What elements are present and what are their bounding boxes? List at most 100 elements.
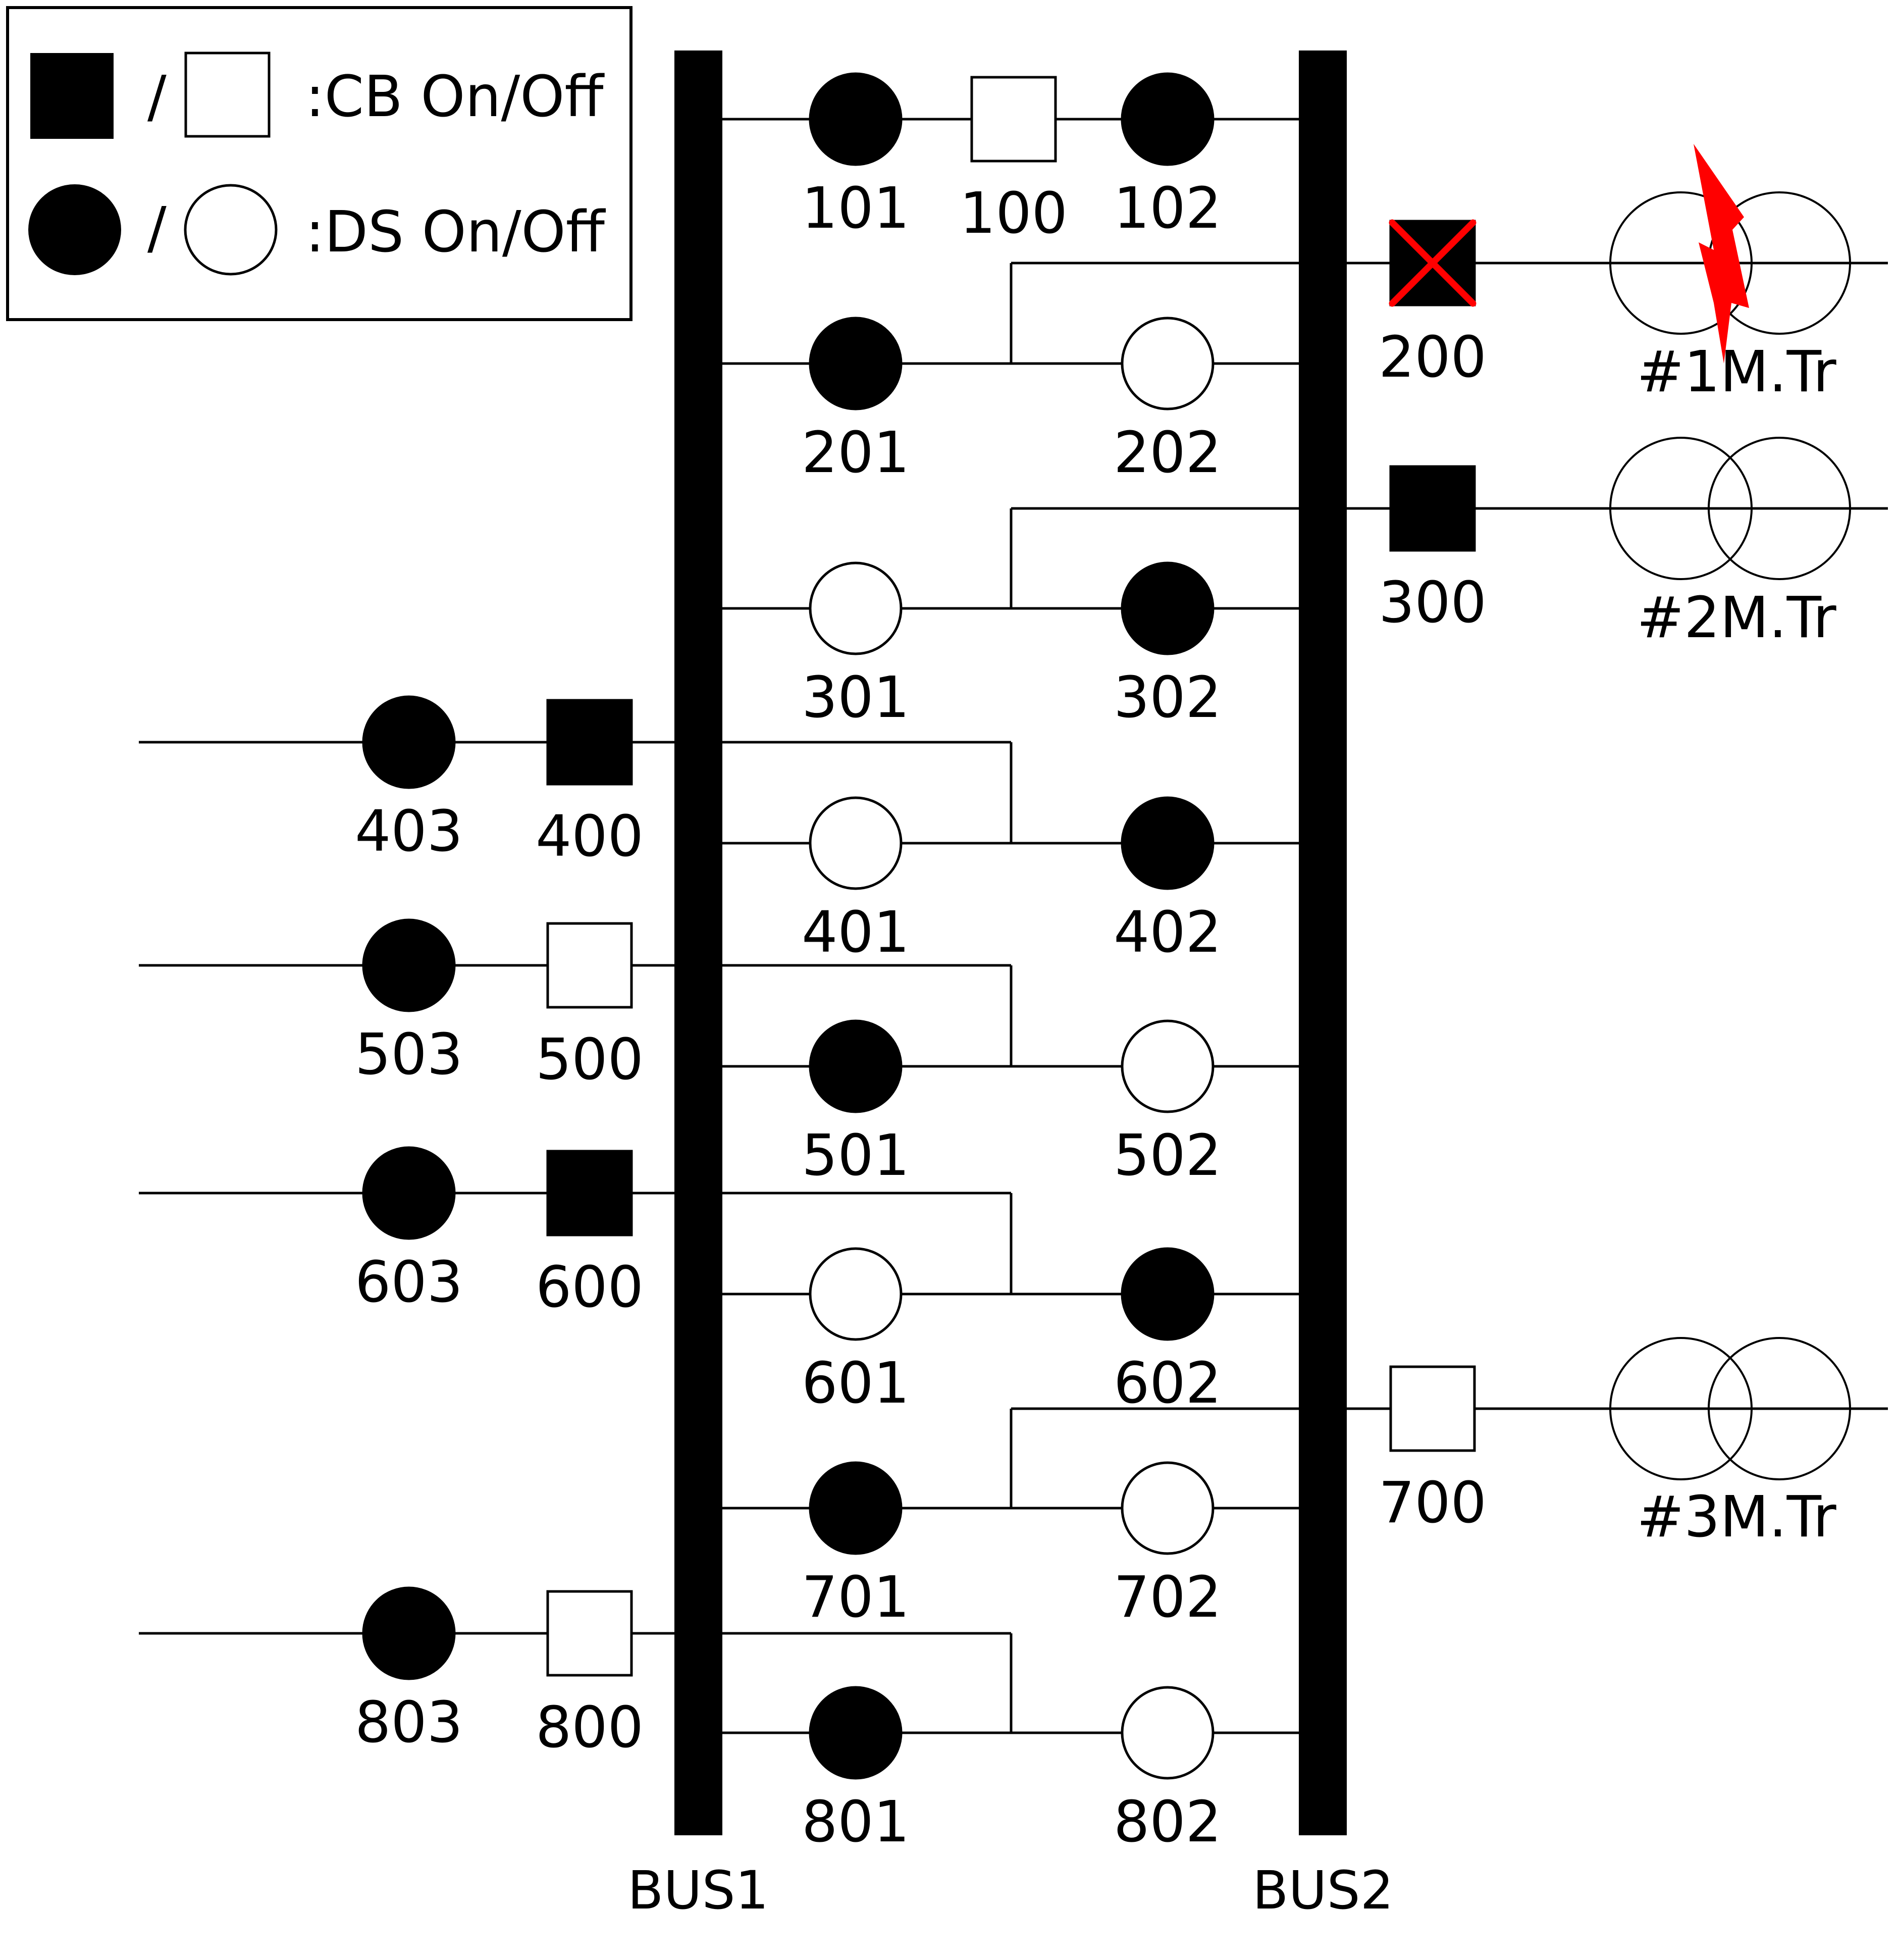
disconnector-401[interactable]: 401 <box>802 796 910 965</box>
legend-ds-slash: / <box>147 195 167 261</box>
disconnector-501-symbol <box>809 1019 903 1113</box>
breaker-800-symbol <box>546 1590 633 1677</box>
legend-cb-text: :CB On/Off <box>305 64 605 130</box>
disconnector-403[interactable]: 403 <box>355 695 463 864</box>
disconnector-803[interactable]: 803 <box>355 1586 463 1756</box>
legend: / :CB On/Off / :DS On/Off <box>6 6 632 321</box>
disconnector-403-symbol <box>362 695 456 789</box>
transformer-3-secondary-winding <box>1708 1337 1851 1480</box>
breaker-100-symbol <box>970 76 1057 163</box>
disconnector-603[interactable]: 603 <box>355 1146 463 1315</box>
breaker-600-symbol <box>546 1150 633 1236</box>
device-label-701: 701 <box>802 1565 910 1630</box>
legend-ds-on-symbol <box>28 184 121 275</box>
bus2-bar <box>1299 50 1347 1835</box>
device-label-101: 101 <box>802 176 910 241</box>
disconnector-301[interactable]: 301 <box>802 561 910 731</box>
disconnector-702-symbol <box>1121 1461 1215 1555</box>
disconnector-202[interactable]: 202 <box>1114 317 1222 486</box>
disconnector-501[interactable]: 501 <box>802 1019 910 1189</box>
disconnector-503[interactable]: 503 <box>355 918 463 1088</box>
disconnector-401-symbol <box>809 796 903 890</box>
device-label-401: 401 <box>802 900 910 965</box>
device-label-800: 800 <box>536 1695 644 1761</box>
device-label-202: 202 <box>1114 420 1222 486</box>
disconnector-101-symbol <box>809 72 903 166</box>
disconnector-503-symbol <box>362 918 456 1012</box>
breaker-800[interactable]: 800 <box>536 1590 644 1761</box>
disconnector-602-symbol <box>1121 1247 1215 1341</box>
transformer-2[interactable]: #2M.Tr <box>1609 437 1851 651</box>
fault-cross-mark-2 <box>1389 219 1477 307</box>
transformer-1-label: #1M.Tr <box>1637 339 1836 405</box>
disconnector-801[interactable]: 801 <box>802 1686 910 1855</box>
device-label-700: 700 <box>1379 1470 1487 1536</box>
device-label-201: 201 <box>802 420 910 486</box>
disconnector-502[interactable]: 502 <box>1114 1019 1222 1189</box>
disconnector-101[interactable]: 101 <box>802 72 910 241</box>
transformer-2-label: #2M.Tr <box>1637 585 1836 651</box>
breaker-100[interactable]: 100 <box>960 76 1068 246</box>
legend-cb-slash: / <box>147 64 167 130</box>
disconnector-601[interactable]: 601 <box>802 1247 910 1416</box>
breaker-400-symbol <box>546 699 633 786</box>
disconnector-602[interactable]: 602 <box>1114 1247 1222 1416</box>
bus2-label: BUS2 <box>1252 1860 1394 1921</box>
disconnector-801-symbol <box>809 1686 903 1780</box>
disconnector-701[interactable]: 701 <box>802 1461 910 1630</box>
disconnector-102-symbol <box>1121 72 1215 166</box>
device-label-503: 503 <box>355 1022 463 1088</box>
device-label-600: 600 <box>536 1255 644 1320</box>
disconnector-202-symbol <box>1121 317 1215 410</box>
breaker-200[interactable]: 200 <box>1379 219 1487 390</box>
breaker-500[interactable]: 500 <box>536 922 644 1093</box>
breaker-400[interactable]: 400 <box>536 699 644 869</box>
disconnector-102[interactable]: 102 <box>1114 72 1222 241</box>
transformer-1[interactable]: #1M.Tr <box>1609 191 1851 405</box>
device-label-702: 702 <box>1114 1565 1222 1630</box>
fault-lightning-icon <box>1694 144 1749 364</box>
disconnector-402[interactable]: 402 <box>1114 796 1222 965</box>
device-label-402: 402 <box>1114 900 1222 965</box>
legend-ds-off-symbol <box>184 184 278 276</box>
disconnector-702[interactable]: 702 <box>1114 1461 1222 1630</box>
disconnector-201[interactable]: 201 <box>802 317 910 486</box>
disconnector-302-symbol <box>1121 561 1215 655</box>
disconnector-601-symbol <box>809 1247 903 1341</box>
transformer-2-primary-winding <box>1609 437 1753 580</box>
device-label-601: 601 <box>802 1351 910 1416</box>
device-label-102: 102 <box>1114 176 1222 241</box>
device-label-400: 400 <box>536 804 644 869</box>
device-label-801: 801 <box>802 1789 910 1855</box>
disconnector-802[interactable]: 802 <box>1114 1686 1222 1855</box>
transformer-3[interactable]: #3M.Tr <box>1609 1337 1851 1550</box>
breaker-700-symbol <box>1389 1365 1476 1452</box>
transformer-3-primary-winding <box>1609 1337 1753 1480</box>
device-label-301: 301 <box>802 665 910 731</box>
devices-layer: 100 101 102 200 201 202 300 301 302 400 401 402 403 5… <box>355 72 1487 1855</box>
breaker-700[interactable]: 700 <box>1379 1365 1487 1536</box>
disconnector-701-symbol <box>809 1461 903 1555</box>
device-label-302: 302 <box>1114 665 1222 731</box>
disconnector-302[interactable]: 302 <box>1114 561 1222 731</box>
transformer-3-label: #3M.Tr <box>1637 1484 1836 1550</box>
device-label-501: 501 <box>802 1123 910 1189</box>
device-label-403: 403 <box>355 799 463 864</box>
disconnector-802-symbol <box>1121 1686 1215 1780</box>
breaker-500-symbol <box>546 922 633 1009</box>
legend-ds-text: :DS On/Off <box>305 199 606 265</box>
breaker-600[interactable]: 600 <box>536 1150 644 1320</box>
transformer-1-primary-winding <box>1609 191 1753 335</box>
device-label-502: 502 <box>1114 1123 1222 1189</box>
legend-cb-on-symbol <box>30 53 114 139</box>
device-label-500: 500 <box>536 1027 644 1093</box>
breaker-300[interactable]: 300 <box>1379 465 1487 636</box>
disconnector-603-symbol <box>362 1146 456 1240</box>
device-label-602: 602 <box>1114 1351 1222 1416</box>
bus1-bar <box>674 50 722 1835</box>
disconnector-301-symbol <box>809 561 903 655</box>
device-label-803: 803 <box>355 1690 463 1756</box>
device-label-300: 300 <box>1379 570 1487 636</box>
device-label-603: 603 <box>355 1250 463 1315</box>
